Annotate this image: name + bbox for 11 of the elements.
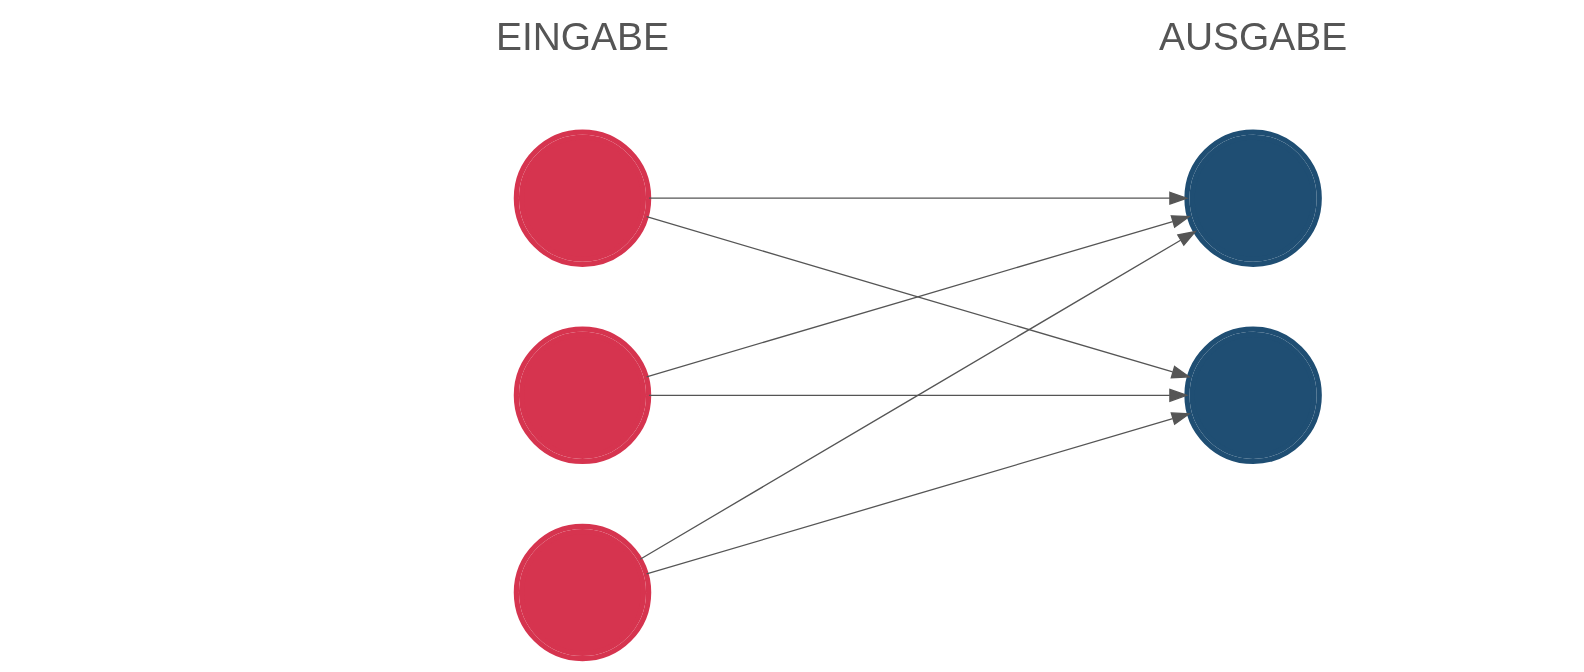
label: EINGABE xyxy=(496,14,669,58)
node-circle xyxy=(513,326,652,465)
node-circle xyxy=(513,129,652,267)
arrow xyxy=(648,388,1189,403)
node-circle xyxy=(1184,326,1322,465)
arrow xyxy=(646,412,1191,575)
node-circle xyxy=(513,523,652,662)
label: AUSGABE xyxy=(1159,14,1348,58)
arrow xyxy=(648,191,1189,205)
node-circle xyxy=(1184,129,1322,267)
arrow xyxy=(639,230,1198,560)
